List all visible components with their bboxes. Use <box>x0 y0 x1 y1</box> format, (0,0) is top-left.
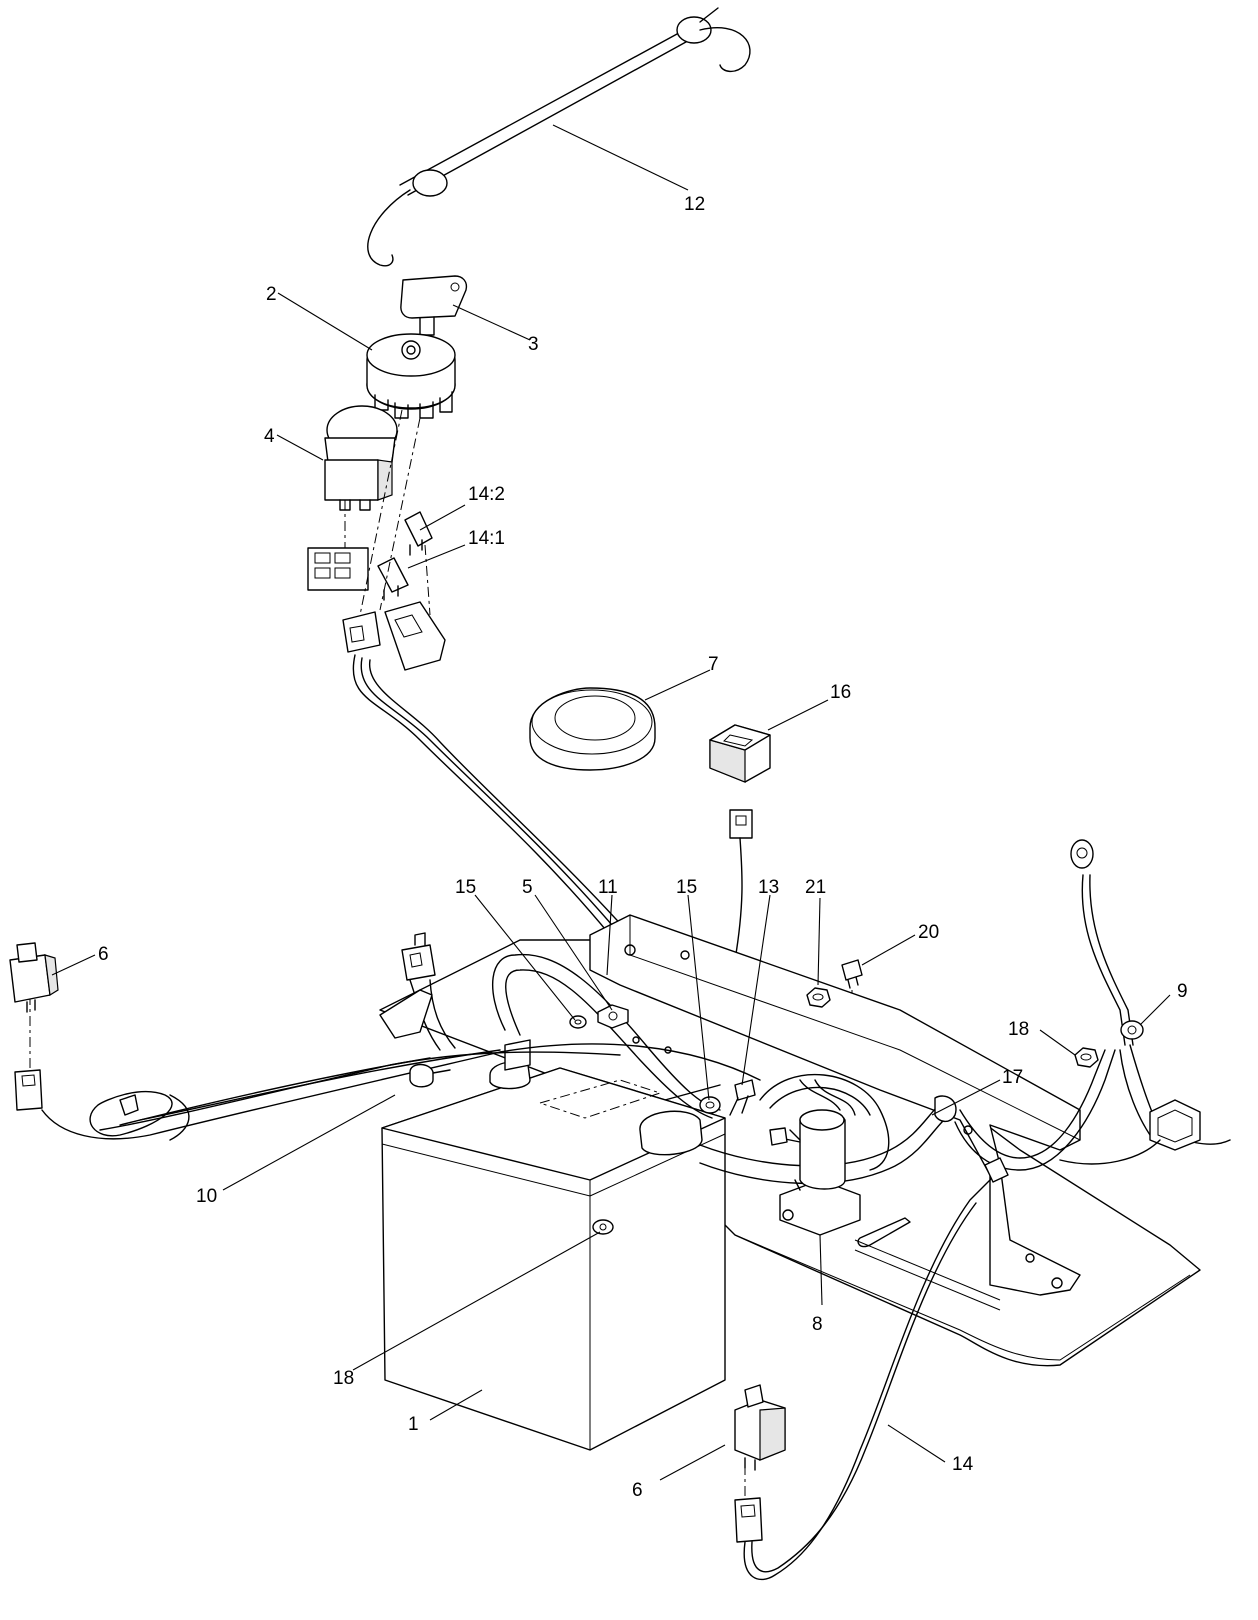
harness-upper-run <box>352 654 627 936</box>
callout-20: 20 <box>918 922 939 943</box>
pto-connector <box>307 547 369 591</box>
connector-part-6-left <box>14 1069 43 1111</box>
callout-6-left: 6 <box>98 944 109 965</box>
switch-part-6-bottom <box>734 1384 786 1471</box>
harness-right <box>1059 1044 1231 1165</box>
callout-8: 8 <box>812 1314 823 1335</box>
pto-switch-part-4 <box>324 405 398 511</box>
callout-14-2: 14:2 <box>468 484 505 505</box>
fuse-block <box>384 601 446 671</box>
callout-7: 7 <box>708 654 719 675</box>
ground-cable-part-9 <box>1070 839 1144 1046</box>
washer-part-15-right <box>699 1096 721 1114</box>
callout-18-right: 18 <box>1008 1019 1029 1040</box>
callout-3: 3 <box>528 334 539 355</box>
callout-14: 14 <box>952 1454 974 1475</box>
washer-part-15-left <box>569 1015 587 1029</box>
cap-part-7 <box>529 687 656 771</box>
solenoid-part-8 <box>779 1109 861 1236</box>
callout-2: 2 <box>266 284 277 305</box>
clip-part-5 <box>597 1004 629 1029</box>
callout-15-right: 15 <box>676 877 697 898</box>
callout-1: 1 <box>408 1414 419 1435</box>
callout-11: 11 <box>598 877 618 898</box>
harness-center <box>759 1073 890 1171</box>
fuse-part-14-2 <box>404 511 433 556</box>
pin-part-10 <box>409 1063 451 1088</box>
connector-part-6-bottom <box>734 1497 763 1543</box>
callout-14-1: 14:1 <box>468 528 505 549</box>
switch-part-16 <box>709 724 771 783</box>
bolt-part-20 <box>841 959 863 989</box>
callout-18-bottom: 18 <box>333 1368 354 1389</box>
callout-21: 21 <box>805 877 826 898</box>
ignition-key-part-3 <box>400 275 468 336</box>
align-line-3 <box>379 417 421 611</box>
callout-15-left: 15 <box>455 877 476 898</box>
battery-terminal-positive <box>592 1110 703 1235</box>
callout-9: 9 <box>1177 981 1188 1002</box>
harness-bracket-clip <box>379 989 433 1039</box>
callout-5: 5 <box>522 877 533 898</box>
align-line-2 <box>359 409 403 616</box>
ignition-switch-part-2 <box>366 333 456 419</box>
battery-terminal-negative <box>489 1039 531 1090</box>
bolt-part-13 <box>729 1079 756 1116</box>
callout-17: 17 <box>1002 1067 1023 1088</box>
harness-connector-upper <box>342 611 381 653</box>
harness-connector-left <box>401 932 436 981</box>
nut-part-18-right <box>1074 1047 1099 1068</box>
bracket-part-11 <box>589 914 1081 1296</box>
callout-16: 16 <box>830 682 851 703</box>
harness-part-14 <box>743 1157 1009 1581</box>
callout-6-bottom: 6 <box>632 1480 643 1501</box>
callout-13: 13 <box>758 877 779 898</box>
fuse-part-14-1 <box>377 557 409 601</box>
battery-cable-negative <box>492 953 721 1119</box>
callout-labels: 12 2 3 4 14:2 14:1 7 16 15 5 11 15 13 21… <box>98 194 1188 1501</box>
cable-part-17 <box>954 1049 1116 1171</box>
prop-rod-part-12 <box>367 7 751 267</box>
nut-part-21 <box>806 987 831 1008</box>
callout-10: 10 <box>196 1186 217 1207</box>
battery-cable-positive <box>699 1095 957 1185</box>
align-line-4 <box>424 544 431 616</box>
callout-12: 12 <box>684 194 705 215</box>
switch-part-6-left <box>9 942 59 1013</box>
leader-lines <box>51 124 1171 1481</box>
switch-connector-16 <box>729 809 753 961</box>
callout-4: 4 <box>264 426 275 447</box>
